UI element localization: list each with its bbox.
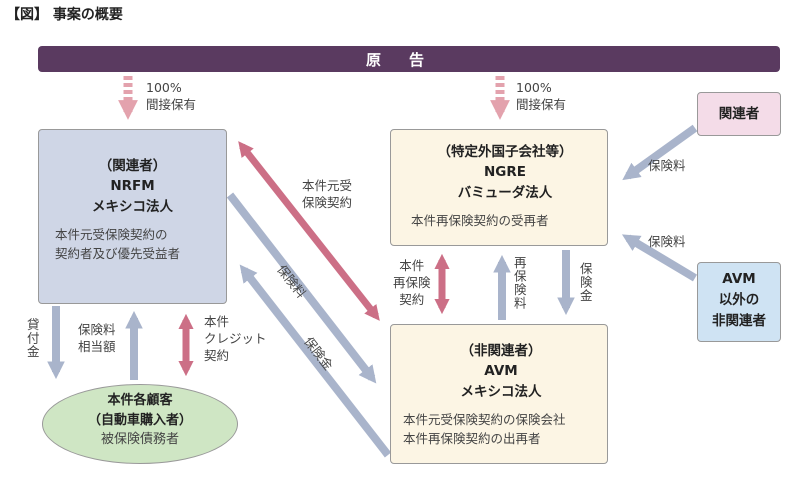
ngre-tag: （特定外国子会社等） (437, 144, 573, 160)
non-related-line3: 非関連者 (712, 312, 766, 329)
avm-name: AVM (484, 363, 518, 380)
premium-equiv-line2: 相当額 (78, 338, 116, 354)
original-contract-label: 本件元受 保険契約 (302, 178, 352, 212)
customer-ellipse: 本件各顧客 （自動車購入者） 被保険債務者 (42, 384, 238, 464)
reinsurance-premium-label: 再保険料 (511, 256, 527, 310)
avm-box: （非関連者） AVM メキシコ法人 本件元受保険契約の保険会社 本件再保険契約の… (390, 324, 608, 464)
customer-line3: 被保険債務者 (100, 432, 179, 447)
avm-desc-line2: 本件再保険契約の出再者 (403, 431, 541, 447)
premium-equiv-label: 保険料 相当額 (78, 322, 116, 356)
premium-other-arrow (621, 234, 698, 282)
avm-tag: （非関連者） (460, 343, 542, 359)
related-party-box: 関連者 (697, 92, 781, 136)
loan-money-label: 貸付金 (24, 318, 40, 359)
customer-line1: 本件各顧客 (107, 393, 173, 408)
nrfm-desc-line2: 契約者及び優先受益者 (55, 246, 181, 262)
figure-title: 【図】 事案の概要 (6, 7, 123, 23)
related-party-label: 関連者 (718, 105, 760, 122)
non-related-line2: 以外の (718, 291, 760, 308)
premium-equiv-line1: 保険料 (78, 322, 116, 337)
nrfm-box: （関連者） NRFM メキシコ法人 本件元受保険契約の 契約者及び優先受益者 (38, 129, 227, 304)
ngre-desc: 本件再保険契約の受再者 (411, 212, 549, 228)
nrfm-name: NRFM (110, 178, 155, 195)
nrfm-desc-line1: 本件元受保険契約の (55, 226, 168, 242)
insurance-money-diag-arrow (239, 264, 392, 458)
ngre-sub: バミューダ法人 (457, 184, 553, 201)
non-related-line1: AVM (722, 271, 756, 287)
avm-desc-line1: 本件元受保険契約の保険会社 (403, 411, 566, 427)
nrfm-desc: 本件元受保険契約の 契約者及び優先受益者 (55, 225, 216, 264)
ownership-text-left: 間接保有 (146, 96, 197, 112)
avm-sub: メキシコ法人 (460, 383, 542, 400)
premium-other-label: 保険料 (648, 234, 686, 249)
ownership-pct-left: 100% (146, 80, 182, 95)
credit-contract-line3: 契約 (204, 347, 230, 363)
ownership-pct-right: 100% (516, 80, 552, 95)
insurance-money-v-label: 保険金 (577, 262, 593, 303)
nrfm-sub: メキシコ法人 (92, 198, 173, 215)
ownership-label-right: 100% 間接保有 (516, 80, 566, 114)
nrfm-tag: （関連者） (98, 158, 167, 174)
ownership-text-right: 間接保有 (516, 96, 567, 112)
reinsurance-contract-label: 本件 再保険 契約 (393, 258, 431, 309)
reinsurance-contract-line1: 本件 (399, 258, 425, 273)
ngre-name: NGRE (484, 164, 526, 181)
ngre-box: （特定外国子会社等） NGRE バミューダ法人 本件再保険契約の受再者 (390, 129, 608, 246)
avm-desc: 本件元受保険契約の保険会社 本件再保険契約の出再者 (403, 410, 599, 449)
plaintiff-label: 原告 (365, 50, 452, 69)
customer-line2: （自動車購入者） (87, 412, 192, 428)
ownership-label-left: 100% 間接保有 (146, 80, 196, 114)
non-related-other-box: AVM 以外の 非関連者 (697, 262, 781, 342)
credit-contract-label: 本件 クレジット 契約 (204, 314, 267, 365)
plaintiff-bar: 原告 (38, 46, 780, 72)
premium-diag-arrow (226, 192, 377, 384)
premium-related-arrow (622, 124, 698, 181)
premium-related-label: 保険料 (648, 158, 686, 173)
credit-contract-line1: 本件 (204, 314, 230, 329)
reinsurance-contract-line2: 再保険 (393, 274, 431, 290)
original-contract-line2: 保険契約 (302, 194, 353, 210)
credit-contract-line2: クレジット (204, 330, 267, 346)
reinsurance-contract-line3: 契約 (399, 291, 425, 307)
original-contract-arrow (238, 141, 380, 321)
original-contract-line1: 本件元受 (302, 178, 353, 193)
